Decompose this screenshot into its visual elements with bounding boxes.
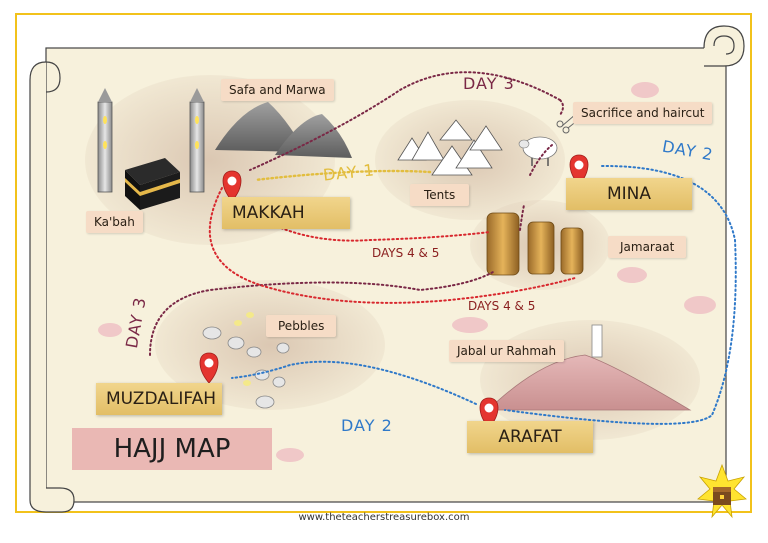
pebbles-illustration: [202, 312, 290, 409]
pin-makkah: [222, 170, 242, 202]
label-sacrifice-haircut: Sacrifice and haircut: [573, 102, 713, 124]
route-label-day2-bottom: DAY 2: [341, 416, 393, 435]
route-day2-arafat-muzdalifah: [231, 360, 477, 405]
route-label-days45-a: DAYS 4 & 5: [372, 246, 440, 260]
sheep-illustration: [518, 113, 579, 166]
route-label-days45-b: DAYS 4 & 5: [468, 299, 536, 313]
route-jamaraat-tents: [519, 204, 525, 231]
route-days45-b: [208, 187, 576, 304]
pins: [199, 154, 589, 429]
label-tents: Tents: [410, 184, 470, 206]
jabal-mountain: [487, 324, 692, 411]
safa-marwa-rocks: [215, 102, 352, 158]
map-title: HAJJ MAP: [72, 428, 272, 470]
label-jamaraat: Jamaraat: [608, 236, 687, 258]
label-jabal-ur-rahmah: Jabal ur Rahmah: [449, 340, 565, 362]
pin-mina: [569, 154, 589, 186]
footer-url: www.theteacherstreasurebox.com: [298, 512, 470, 523]
route-mina-sacrifice: [529, 144, 553, 176]
pin-arafat: [479, 397, 499, 429]
label-kabah: Ka'bah: [86, 211, 143, 233]
place-mina: MINA: [566, 178, 692, 210]
jamaraat-pillars: [486, 212, 584, 276]
frame: [15, 13, 752, 513]
routes: [149, 71, 737, 425]
label-pebbles: Pebbles: [266, 315, 337, 337]
route-sacrifice-tents: [559, 99, 564, 116]
kabah-illustration: [97, 88, 205, 210]
place-muzdalifah: MUZDALIFAH: [96, 383, 222, 415]
route-label-day3-top: DAY 3: [463, 74, 515, 93]
route-day3-muzdalifah-jamaraat: [149, 271, 494, 356]
place-arafat: ARAFAT: [467, 421, 593, 453]
route-day2-mina-arafat: [504, 164, 737, 425]
tents-illustration: [397, 119, 503, 176]
pin-muzdalifah: [199, 352, 219, 384]
label-safa-marwa: Safa and Marwa: [221, 79, 334, 101]
treasure-box-logo: [697, 463, 747, 519]
place-makkah: MAKKAH: [222, 197, 350, 229]
route-day3-makkah-mina: [249, 71, 561, 171]
route-day1: [253, 169, 432, 182]
